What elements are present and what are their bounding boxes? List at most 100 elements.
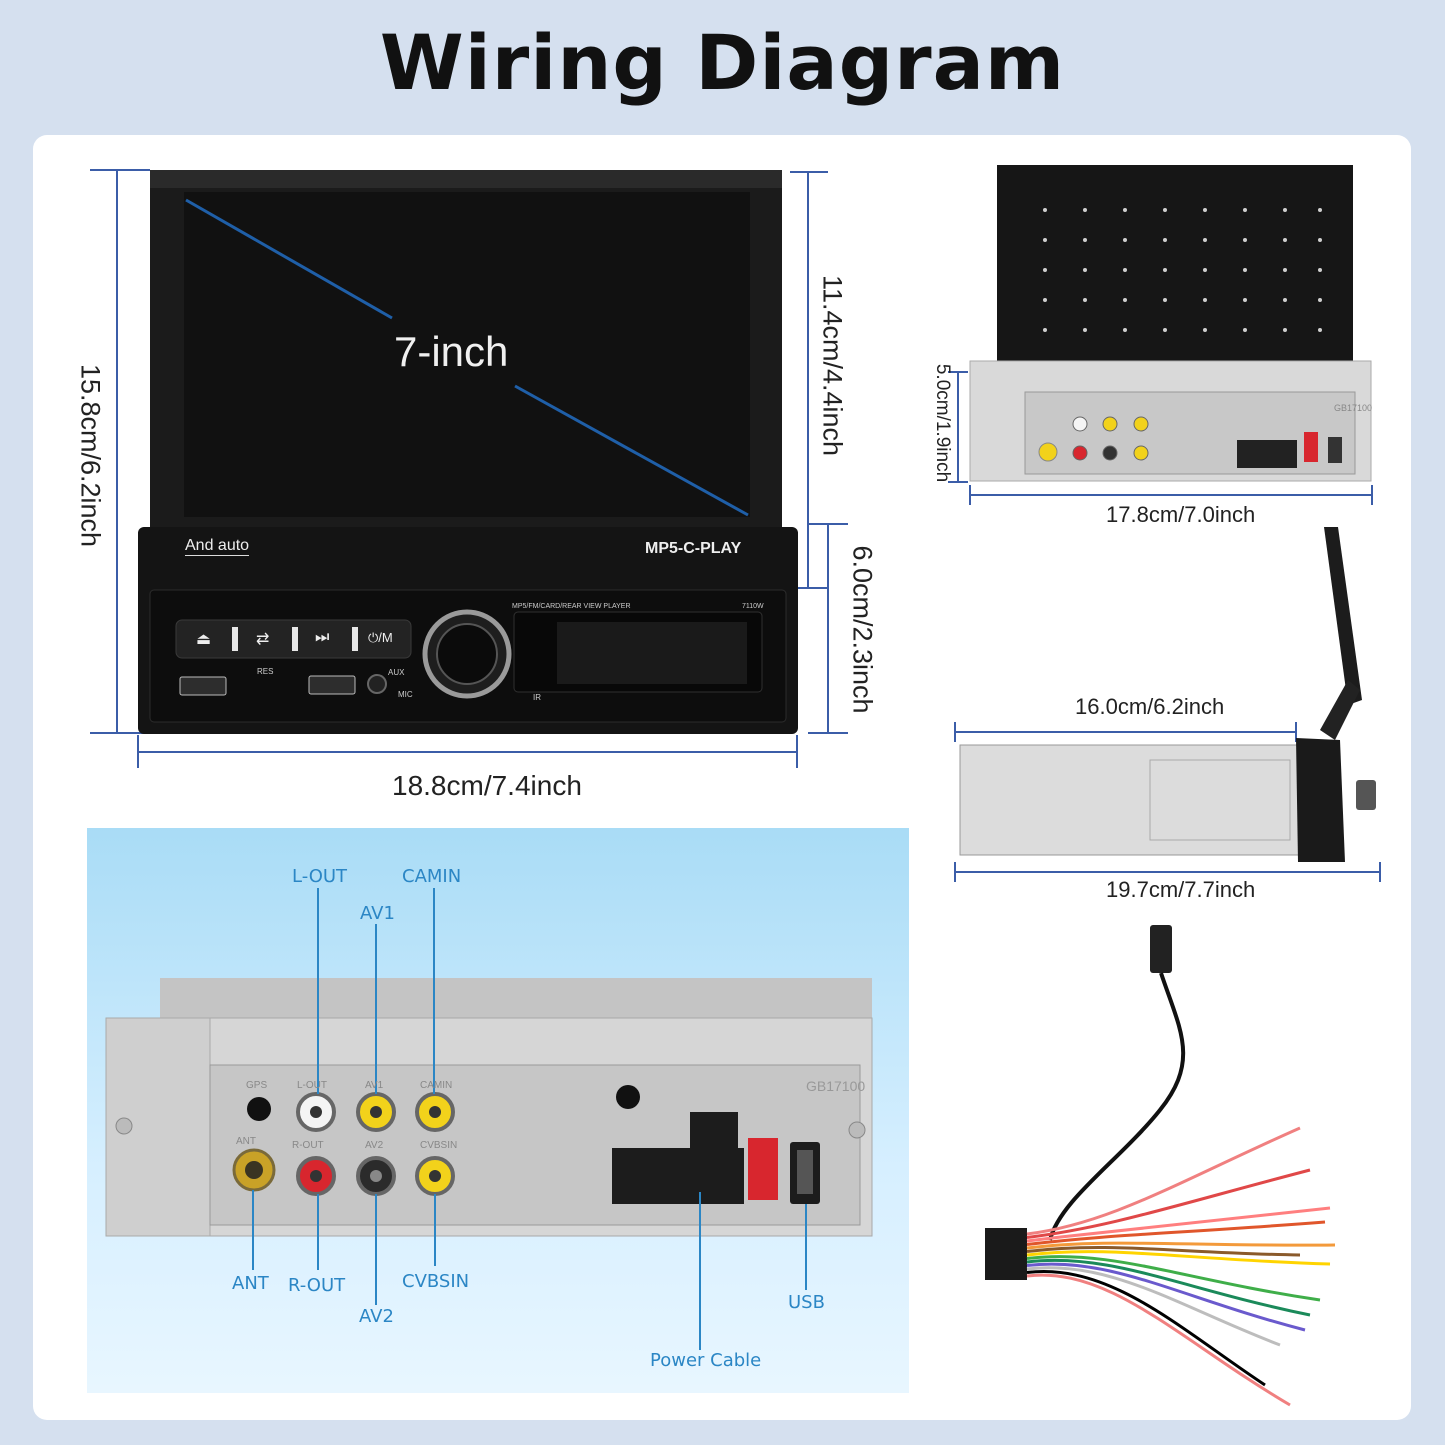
engraved-ant: ANT [236, 1136, 256, 1147]
ports-screw-right [848, 1121, 866, 1139]
ports-round-hole [616, 1085, 640, 1109]
model-label: MP5-C-PLAY [645, 540, 742, 557]
label-usb: USB [788, 1292, 825, 1313]
back-usb-port [1328, 437, 1342, 463]
engraved-camin: CAMIN [420, 1080, 453, 1091]
diagonal-line-upper [185, 198, 393, 320]
brand-logo: And auto [185, 537, 250, 556]
back-screen-panel [997, 165, 1353, 361]
eject-button[interactable]: ⏏ [196, 631, 212, 648]
harness-wire [1026, 1220, 1326, 1246]
res-label: RES [257, 667, 274, 676]
harness-wire [1026, 1246, 1301, 1257]
harness-wire [1026, 1255, 1321, 1302]
harness-wire [1026, 1168, 1311, 1239]
back-screen-dots [1043, 208, 1322, 332]
volume-knob-center [436, 623, 498, 685]
label-camin: CAMIN [402, 866, 462, 887]
back-rca-2 [1102, 416, 1118, 432]
engraved-av1: AV1 [365, 1080, 384, 1091]
ports-chassis-top [160, 978, 872, 1018]
engraved-r-out: R-OUT [292, 1140, 324, 1151]
usb-port-inner [797, 1150, 813, 1194]
small-caption: MP5/FM/CARD/REAR VIEW PLAYER [512, 603, 631, 610]
next-button[interactable]: ⏭ [315, 629, 330, 646]
ant-port-center [245, 1161, 263, 1179]
screen-size-label: 7-inch [394, 328, 509, 375]
back-rca-6 [1133, 445, 1149, 461]
back-width-label: 17.8cm/7.0inch [1106, 502, 1256, 527]
power-mode-button[interactable]: ⏻/M [368, 630, 393, 645]
engraved-stamp: GB17100 [806, 1078, 866, 1094]
port-leader-lines [252, 888, 807, 1350]
harness-wire [1026, 1241, 1336, 1250]
cvbsin-port-pin [429, 1170, 441, 1182]
brand-logo-text: And auto [185, 537, 250, 554]
ir-label: IR [533, 693, 541, 702]
harness-wire [1026, 1258, 1311, 1317]
side-chassis [959, 744, 1301, 856]
back-rca-3 [1133, 416, 1149, 432]
label-cvbsin: CVBSIN [402, 1271, 470, 1292]
harness-wire [1026, 1262, 1306, 1332]
camin-port-pin [429, 1106, 441, 1118]
label-av1: AV1 [360, 903, 395, 924]
back-stamp: GB17100 [1334, 403, 1373, 413]
front-width-label: 18.8cm/7.4inch [392, 770, 582, 801]
harness-aux-plug [1150, 925, 1172, 973]
engraved-av2: AV2 [365, 1140, 384, 1151]
back-dimension-lines [948, 371, 1373, 505]
front-usb-port-2 [308, 675, 356, 695]
harness-wire [1026, 1270, 1266, 1387]
engraved-gps: GPS [246, 1080, 268, 1091]
power-connector [612, 1148, 744, 1204]
harness-wire [1026, 1206, 1331, 1243]
l-out-port-pin [310, 1106, 322, 1118]
side-chassis-panel [1149, 759, 1291, 841]
label-power-cable: Power Cable [650, 1350, 762, 1371]
harness-connector [985, 1228, 1027, 1280]
side-dimension-lines [954, 722, 1381, 882]
back-fuse [1304, 432, 1318, 462]
side-bottom-width-label: 19.7cm/7.7inch [1106, 877, 1256, 902]
page-title: Wiring Diagram [379, 18, 1066, 107]
diagonal-line-lower [514, 384, 749, 517]
back-rca-4 [1072, 445, 1088, 461]
ports-screw-left [115, 1117, 133, 1135]
harness-wire [1026, 1250, 1331, 1266]
side-front-bezel [1296, 738, 1345, 862]
av2-port-pin [370, 1170, 382, 1182]
label-av2: AV2 [359, 1306, 394, 1327]
engraved-cvbsin: CVBSIN [420, 1140, 458, 1151]
led-bar-1 [232, 627, 238, 651]
lcd-display [557, 622, 747, 684]
led-bar-2 [292, 627, 298, 651]
back-ant-port [1038, 442, 1058, 462]
mode-button[interactable]: ⇄ [256, 631, 270, 648]
mic-label: MIC [398, 690, 413, 699]
power-connector-top [690, 1112, 738, 1152]
front-usb-port-1 [179, 676, 227, 696]
aux-label: AUX [388, 668, 405, 677]
side-screen-hinge [1320, 680, 1360, 740]
back-rca-5 [1102, 445, 1118, 461]
small-model: 7110W [742, 603, 764, 610]
av1-port-pin [370, 1106, 382, 1118]
harness-aux-cable [1048, 972, 1186, 1241]
harness-wire [1026, 1273, 1291, 1407]
side-screen-arm [1324, 527, 1362, 705]
aux-jack [367, 674, 387, 694]
back-rca-1 [1072, 416, 1088, 432]
harness-wires [1026, 1126, 1336, 1407]
harness-wire [1026, 1266, 1281, 1347]
side-knob [1356, 780, 1376, 810]
power-fuse [748, 1138, 778, 1200]
side-top-width-label: 16.0cm/6.2inch [1075, 694, 1225, 719]
r-out-port-pin [310, 1170, 322, 1182]
back-power-connector [1237, 440, 1297, 468]
